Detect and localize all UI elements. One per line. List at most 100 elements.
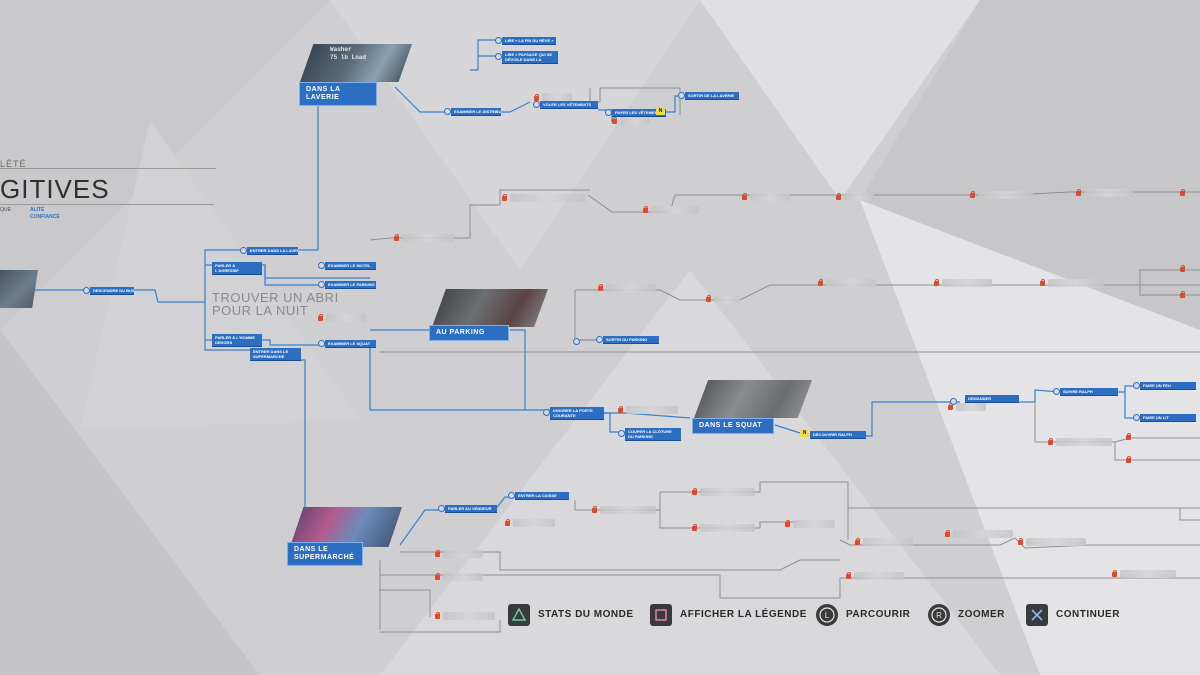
- node-marker: [596, 336, 603, 343]
- svg-text:R: R: [936, 611, 942, 620]
- node-faire-feu[interactable]: FAIRE UN FEU: [1140, 382, 1196, 390]
- locked-node[interactable]: [793, 520, 835, 528]
- divider: [0, 204, 214, 205]
- locked-node[interactable]: [854, 572, 904, 580]
- locked-node[interactable]: [714, 295, 740, 303]
- locked-node[interactable]: [1120, 570, 1176, 578]
- browse-button[interactable]: L PARCOURIR: [816, 604, 916, 628]
- scene-label-parking[interactable]: AU PARKING: [429, 325, 509, 341]
- node-parler-dealer[interactable]: PARLER À L'HOMME DEHORS: [212, 334, 262, 347]
- node-faire-lit[interactable]: FAIRE UN LIT: [1140, 414, 1196, 422]
- lock-icon: [1126, 456, 1131, 463]
- zoom-button[interactable]: R ZOOMER: [928, 604, 1018, 628]
- locked-node[interactable]: [510, 194, 586, 202]
- node-parler-voyageur[interactable]: PARLER À L'AGRESSIF VOYAGEUR: [212, 262, 262, 275]
- locked-node[interactable]: [1048, 279, 1104, 287]
- node-descendre-bus[interactable]: DESCENDRE DU BUS: [90, 287, 134, 295]
- node-demander[interactable]: DEMANDER: [965, 395, 1019, 403]
- lock-icon: [742, 193, 747, 200]
- node-lire-panneau[interactable]: LIRE « PAYSAGE QUI SE DÉVOILE DANS LA LA…: [502, 51, 558, 64]
- locked-node[interactable]: [1026, 538, 1086, 546]
- node-marker: [605, 109, 612, 116]
- node-parler-vendeur[interactable]: PARLER AU VENDEUR: [445, 505, 497, 513]
- locked-node[interactable]: [600, 506, 656, 514]
- scene-thumbnail-bus[interactable]: [0, 270, 38, 308]
- lock-icon: [970, 191, 975, 198]
- node-marker: [618, 430, 625, 437]
- locked-node[interactable]: [626, 406, 678, 414]
- node-voler-vetements[interactable]: VOLER LES VÊTEMENTS: [540, 101, 598, 109]
- scene-thumbnail-parking[interactable]: [432, 289, 548, 327]
- node-marker: [240, 247, 247, 254]
- node-ignorer-grillage[interactable]: IGNORER LA PORTE COURANTE: [550, 407, 604, 420]
- node-lire-reveil[interactable]: LIRE « LA FIN DU RÊVE »: [502, 37, 556, 45]
- locked-node[interactable]: [620, 117, 650, 125]
- node-marker: [543, 409, 550, 416]
- node-aller-laverie[interactable]: ENTRER DANS LA LAVERIE: [247, 247, 298, 255]
- chapter-stat-label: QUE: [0, 207, 11, 213]
- node-marker: [573, 338, 580, 345]
- locked-node[interactable]: [1084, 189, 1134, 197]
- locked-node[interactable]: [844, 193, 874, 201]
- zoom-label: ZOOMER: [958, 609, 1005, 620]
- right-stick-icon: R: [928, 604, 950, 626]
- node-couper-cloture[interactable]: COUPER LA CLÔTURE DU PARKING: [625, 428, 681, 441]
- scene-thumbnail-laverie[interactable]: Washer 75 lb Load: [300, 44, 412, 82]
- node-sortir-parking[interactable]: SORTIR DU PARKING: [603, 336, 659, 344]
- continue-button[interactable]: CONTINUER: [1026, 604, 1126, 628]
- node-examiner-squat[interactable]: EXAMINER LE SQUAT: [325, 340, 376, 348]
- scene-thumbnail-supermarche[interactable]: [290, 507, 402, 547]
- node-marker: [438, 505, 445, 512]
- locked-node[interactable]: [700, 524, 755, 532]
- node-examiner-parking[interactable]: EXAMINER LE PARKING: [325, 281, 376, 289]
- node-decouvrir-ralph[interactable]: DÉCOUVRIR RALPH: [810, 431, 866, 439]
- locked-node[interactable]: [942, 279, 992, 287]
- locked-node[interactable]: [953, 530, 1013, 538]
- lock-icon: [435, 573, 440, 580]
- locked-node[interactable]: [826, 279, 876, 287]
- lock-icon: [1048, 438, 1053, 445]
- show-legend-button[interactable]: AFFICHER LA LÉGENDE: [650, 604, 810, 628]
- chapter-subtitle: LÉTÉ: [0, 159, 27, 169]
- node-marker: [495, 37, 502, 44]
- node-suivre-ralph[interactable]: SUIVRE RALPH: [1060, 388, 1118, 396]
- scene-label-squat[interactable]: DANS LE SQUAT: [692, 418, 774, 434]
- locked-node[interactable]: [750, 193, 790, 201]
- chapter-title: GITIVES: [0, 174, 110, 204]
- node-examiner-motel[interactable]: EXAMINER LE MOTEL: [325, 262, 376, 270]
- node-marker: [318, 262, 325, 269]
- node-payer-vetements[interactable]: PAYER LES VÊTEMENTS: [612, 109, 666, 117]
- locked-node[interactable]: [542, 93, 572, 101]
- node-examiner-distributeur[interactable]: EXAMINER LE DISTRIBUTEUR: [451, 108, 501, 116]
- locked-node[interactable]: [651, 206, 699, 214]
- node-marker: [1133, 414, 1140, 421]
- scene-label-supermarche[interactable]: DANS LE SUPERMARCHÉ: [287, 542, 363, 566]
- locked-node[interactable]: [443, 573, 483, 581]
- lock-icon: [948, 403, 953, 410]
- locked-node[interactable]: [513, 519, 555, 527]
- node-marker: [444, 108, 451, 115]
- scene-thumbnail-squat[interactable]: [694, 380, 812, 418]
- locked-node[interactable]: [978, 191, 1033, 199]
- locked-node[interactable]: [863, 538, 913, 546]
- scene-label-laverie[interactable]: DANS LA LAVERIE: [299, 82, 377, 106]
- world-stats-button[interactable]: STATS DU MONDE: [508, 604, 638, 628]
- lock-icon: [318, 314, 323, 321]
- locked-node[interactable]: [1056, 438, 1112, 446]
- locked-node[interactable]: [956, 403, 986, 411]
- new-choice-tag: N: [656, 108, 665, 115]
- node-marker: [318, 340, 325, 347]
- browse-label: PARCOURIR: [846, 609, 911, 620]
- locked-node[interactable]: [606, 284, 656, 292]
- washer-overlay-line: Washer: [330, 46, 352, 53]
- locked-node[interactable]: [326, 314, 366, 322]
- locked-node[interactable]: [443, 612, 495, 620]
- lock-icon: [1180, 189, 1185, 196]
- node-entrer-supermarche[interactable]: ENTRER DANS LE SUPERMARCHÉ: [250, 348, 301, 361]
- node-entrer-caisse[interactable]: ENTRER LA CAISSE: [515, 492, 569, 500]
- locked-node[interactable]: [402, 234, 454, 242]
- node-sortir-laverie[interactable]: SORTIR DE LA LAVERIE: [685, 92, 739, 100]
- locked-node[interactable]: [700, 488, 755, 496]
- locked-node[interactable]: [443, 550, 483, 558]
